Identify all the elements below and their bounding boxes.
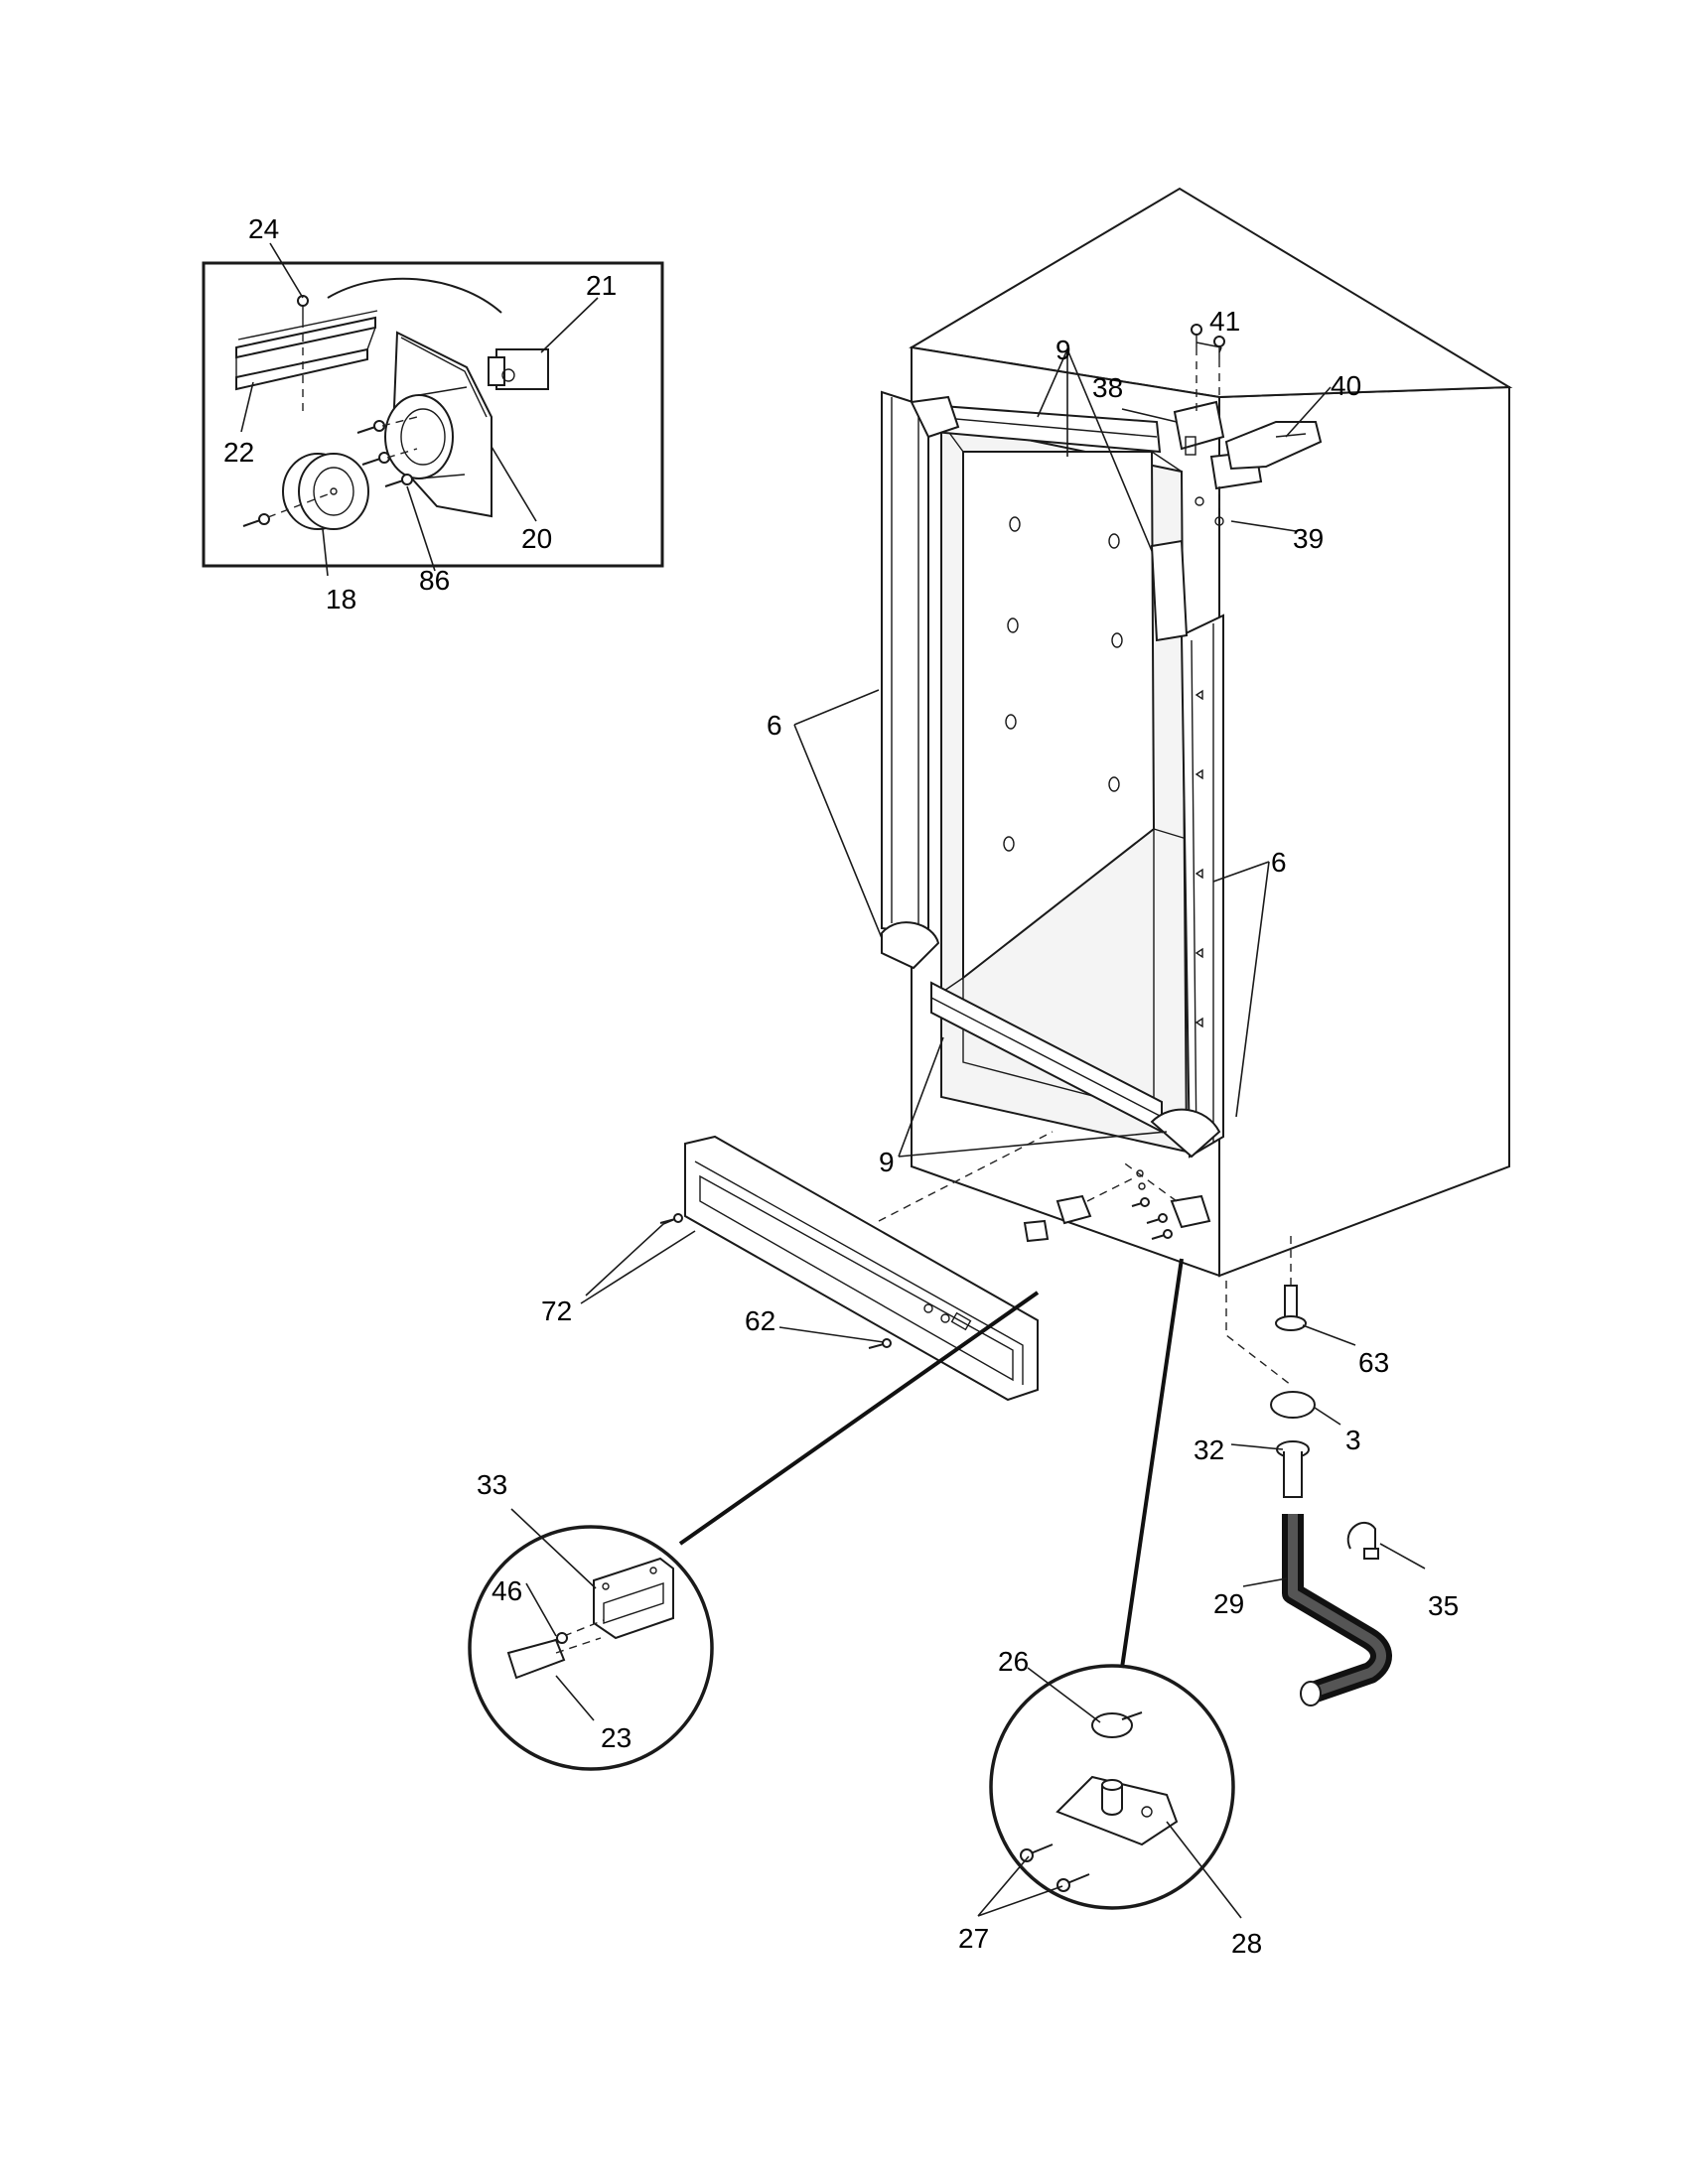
fan-screw (242, 519, 261, 527)
drain-clip (1346, 1522, 1379, 1560)
strike-detail-circle (468, 1291, 1040, 1771)
callout-18: 18 (326, 584, 356, 614)
callout-22: 22 (223, 437, 254, 468)
toe-grille (659, 1131, 1054, 1402)
callout-39: 39 (1293, 523, 1324, 554)
callout-27: 27 (958, 1923, 989, 1954)
callout-33: 33 (477, 1469, 507, 1500)
callout-24: 24 (248, 213, 279, 244)
callout-3: 3 (1345, 1425, 1361, 1455)
callout-21: 21 (586, 270, 617, 301)
callout-labels: 24 21 22 18 86 20 9 41 38 40 39 6 6 9 72… (223, 213, 1459, 1959)
fan-blade (282, 453, 369, 530)
top-hinge-assembly (1173, 324, 1323, 526)
heater-strip (235, 310, 378, 391)
hinge-detail-circle (989, 1258, 1235, 1910)
callout-46: 46 (492, 1575, 522, 1606)
callout-23: 23 (601, 1722, 632, 1753)
callout-26: 26 (998, 1646, 1029, 1677)
leveling-leg (1275, 1236, 1307, 1331)
seal-marks (1195, 689, 1203, 1028)
callout-9-top: 9 (1055, 335, 1071, 365)
callout-28: 28 (1231, 1928, 1262, 1959)
callout-6-left: 6 (767, 710, 782, 741)
screws-86 (356, 416, 418, 487)
callout-9-bottom: 9 (879, 1147, 895, 1177)
fan-motor (488, 348, 549, 390)
callout-86: 86 (419, 565, 450, 596)
drain-dashed-line (1225, 1281, 1292, 1386)
drain-hose (1282, 1514, 1392, 1706)
screw-24 (297, 295, 309, 417)
callout-29: 29 (1213, 1588, 1244, 1619)
callout-38: 38 (1092, 372, 1123, 403)
drain-plug (1270, 1391, 1316, 1419)
callout-72: 72 (541, 1296, 572, 1326)
callout-62: 62 (745, 1305, 775, 1336)
bottom-hinge-front (1023, 1160, 1211, 1243)
leader-lines (240, 242, 1426, 1919)
door-gaskets (881, 390, 1224, 1159)
fan-motor-inset (202, 261, 664, 568)
drain-tube-fitting (1276, 1440, 1310, 1498)
callout-63: 63 (1358, 1347, 1389, 1378)
callout-32: 32 (1194, 1434, 1224, 1465)
freezer-cabinet (909, 187, 1513, 1278)
callout-35: 35 (1428, 1590, 1459, 1621)
callout-41: 41 (1209, 306, 1240, 337)
liner-holes (1003, 516, 1123, 852)
callout-6-right: 6 (1271, 847, 1287, 878)
callout-20: 20 (521, 523, 552, 554)
callout-40: 40 (1331, 370, 1361, 401)
motor-housing (384, 386, 468, 479)
wire (327, 277, 502, 314)
